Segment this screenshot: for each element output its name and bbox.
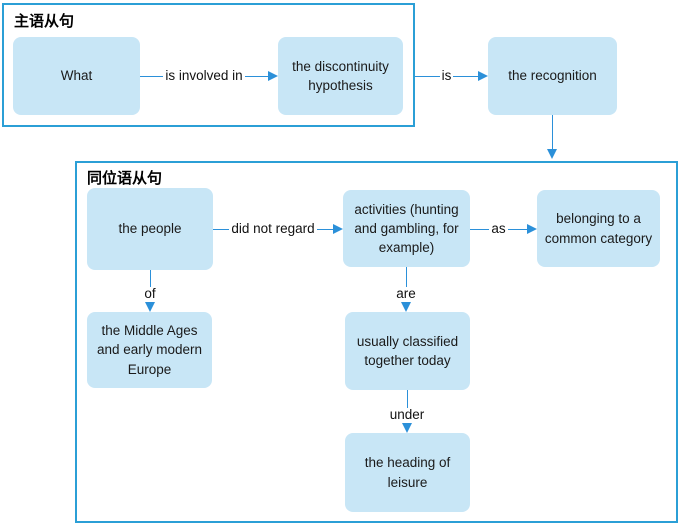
node-recognition: the recognition xyxy=(488,37,617,115)
node-people: the people xyxy=(87,188,213,270)
arrow-right-icon xyxy=(268,71,279,81)
node-heading-of-leisure: the heading of leisure xyxy=(345,433,470,512)
connector-line xyxy=(415,75,440,77)
connector-line xyxy=(213,228,230,230)
connector-label: as xyxy=(491,220,506,236)
connector-label: under xyxy=(389,407,425,423)
connector-line xyxy=(405,267,407,288)
connector-line xyxy=(149,270,151,288)
connector-is: is xyxy=(415,64,488,88)
arrow-down-icon xyxy=(547,149,557,159)
connector-are: are xyxy=(376,267,436,312)
connector-line xyxy=(470,228,490,230)
connector-label: is xyxy=(441,67,452,83)
appositive-clause-title: 同位语从句 xyxy=(87,170,163,187)
connector-label: are xyxy=(396,286,416,302)
connector-line xyxy=(551,115,553,149)
connector-line xyxy=(406,390,408,409)
node-discontinuity-hypothesis: the discontinuity hypothesis xyxy=(278,37,403,115)
connector-label: is involved in xyxy=(165,67,243,83)
arrow-down-icon xyxy=(145,302,155,312)
node-activities: activities (hunting and gambling, for ex… xyxy=(343,190,470,267)
arrow-right-icon xyxy=(478,71,488,81)
arrow-down-icon xyxy=(401,302,411,312)
connector-is-involved-in: is involved in xyxy=(140,64,279,88)
connector-line xyxy=(244,75,269,77)
arrow-right-icon xyxy=(527,224,538,234)
connector-line xyxy=(453,75,478,77)
connector-under: under xyxy=(377,390,437,433)
connector-recognition-down xyxy=(522,115,582,159)
node-usually-classified: usually classified together today xyxy=(345,312,470,390)
node-belonging: belonging to a common category xyxy=(537,190,660,267)
connector-label: of xyxy=(144,286,156,302)
subject-clause-title: 主语从句 xyxy=(14,13,75,30)
node-what: What xyxy=(13,37,140,115)
connector-did-not-regard: did not regard xyxy=(213,217,343,241)
connector-line xyxy=(507,228,528,230)
connector-as: as xyxy=(470,217,538,241)
connector-line xyxy=(140,75,164,77)
subject-clause-frame: 主语从句 xyxy=(2,3,415,127)
appositive-clause-frame: 同位语从句 xyxy=(75,161,678,523)
arrow-right-icon xyxy=(333,224,343,234)
connector-line xyxy=(316,228,333,230)
connector-label: did not regard xyxy=(231,220,315,236)
arrow-down-icon xyxy=(402,423,412,433)
node-middle-ages: the Middle Ages and early modern Europe xyxy=(87,312,212,388)
connector-of: of xyxy=(120,270,180,312)
